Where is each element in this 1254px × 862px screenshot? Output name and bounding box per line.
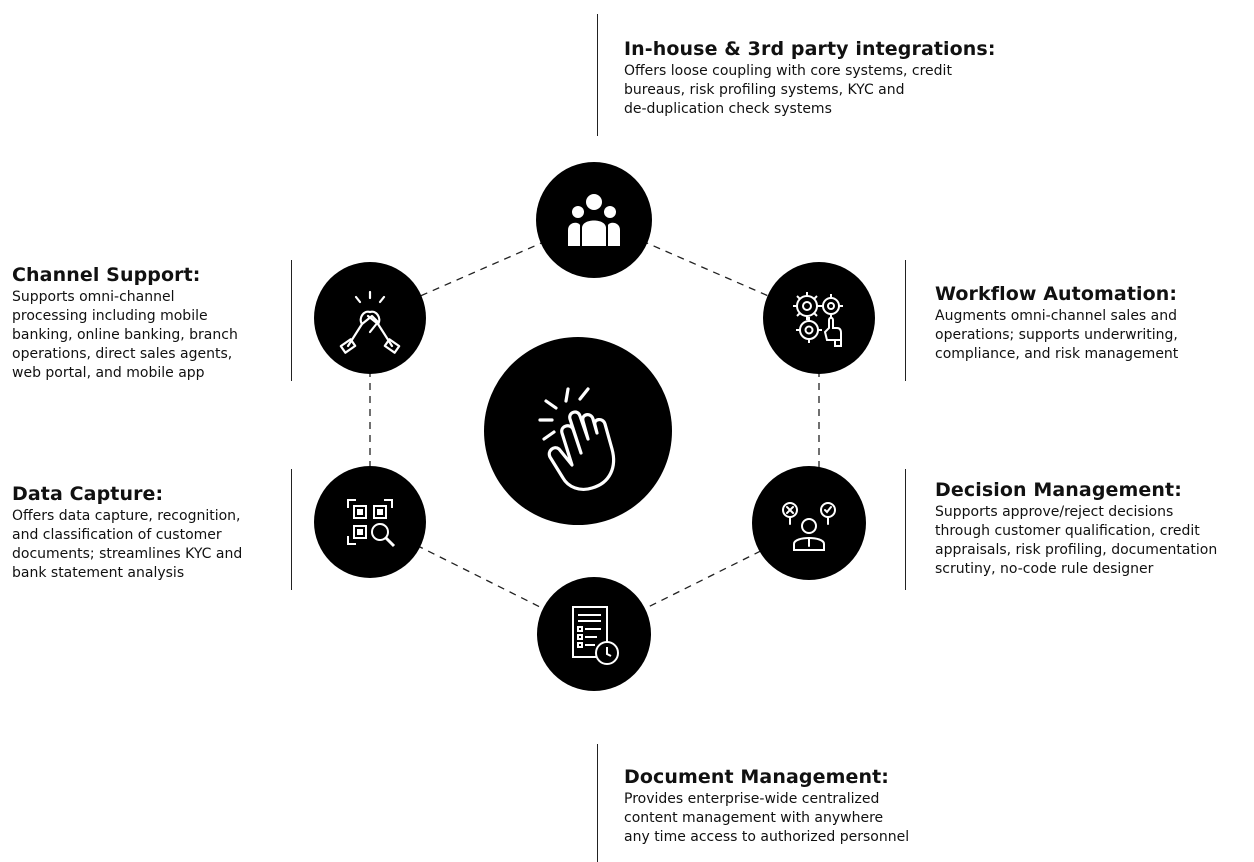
data-capture-divider — [291, 469, 292, 590]
integrations-divider — [597, 14, 598, 136]
description-line: Augments omni-channel sales and — [935, 308, 1178, 324]
description-line: operations; supports underwriting, — [935, 327, 1178, 343]
description-line: processing including mobile — [12, 308, 208, 324]
description-line: compliance, and risk management — [935, 346, 1179, 362]
description-line: any time access to authorized personnel — [624, 829, 910, 845]
description-line: de-duplication check systems — [624, 101, 832, 117]
feature-title: Data Capture: — [12, 483, 164, 505]
description-line: appraisals, risk profiling, documentatio… — [935, 542, 1218, 558]
channel-support-feature: Channel Support: Supports omni-channel p… — [12, 264, 282, 383]
description-line: bank statement analysis — [12, 565, 185, 581]
description-line: through customer qualification, credit — [935, 523, 1200, 539]
group-people-icon — [568, 194, 620, 246]
handshake-icon — [339, 290, 401, 354]
feature-description: Offers loose coupling with core systems,… — [624, 62, 1044, 119]
workflow-node — [763, 262, 875, 374]
document-clock-icon — [572, 606, 619, 665]
description-line: scrutiny, no-code rule designer — [935, 561, 1154, 577]
data-capture-node — [314, 466, 426, 578]
workflow-feature: Workflow Automation: Augments omni-chann… — [935, 283, 1235, 364]
decision-divider — [905, 469, 906, 590]
channel-support-divider — [291, 260, 292, 381]
description-line: bureaus, risk profiling systems, KYC and — [624, 82, 905, 98]
feature-title: In-house & 3rd party integrations: — [624, 38, 996, 60]
description-line: Offers data capture, recognition, — [12, 508, 241, 524]
feature-description: Supports omni-channel processing includi… — [12, 288, 282, 383]
feature-description: Supports approve/reject decisions throug… — [935, 503, 1251, 579]
feature-title: Document Management: — [624, 766, 889, 788]
gears-icon — [793, 292, 843, 347]
qr-scan-icon — [347, 499, 396, 548]
description-line: and classification of customer — [12, 527, 222, 543]
center-node — [484, 337, 672, 525]
channel-support-node — [314, 262, 426, 374]
workflow-divider — [905, 260, 906, 381]
document-node — [537, 577, 651, 691]
feature-title: Workflow Automation: — [935, 283, 1178, 305]
description-line: banking, online banking, branch — [12, 327, 238, 343]
decision-person-icon — [782, 502, 836, 551]
decision-feature: Decision Management: Supports approve/re… — [935, 479, 1251, 579]
feature-description: Offers data capture, recognition, and cl… — [12, 507, 287, 583]
description-line: Supports omni-channel — [12, 289, 175, 305]
description-line: operations, direct sales agents, — [12, 346, 233, 362]
description-line: Provides enterprise-wide centralized — [624, 791, 880, 807]
description-line: Supports approve/reject decisions — [935, 504, 1174, 520]
decision-node — [752, 466, 866, 580]
feature-title: Decision Management: — [935, 479, 1182, 501]
data-capture-feature: Data Capture: Offers data capture, recog… — [12, 483, 287, 583]
integrations-node — [536, 162, 652, 278]
description-line: documents; streamlines KYC and — [12, 546, 243, 562]
description-line: web portal, and mobile app — [12, 365, 205, 381]
description-line: content management with anywhere — [624, 810, 884, 826]
description-line: Offers loose coupling with core systems,… — [624, 63, 952, 79]
document-feature: Document Management: Provides enterprise… — [624, 766, 954, 847]
document-divider — [597, 744, 598, 862]
pointing-hand-icon — [538, 387, 616, 491]
feature-description: Augments omni-channel sales and operatio… — [935, 307, 1235, 364]
integrations-feature: In-house & 3rd party integrations: Offer… — [624, 38, 1044, 119]
feature-title: Channel Support: — [12, 264, 201, 286]
feature-description: Provides enterprise-wide centralized con… — [624, 790, 954, 847]
